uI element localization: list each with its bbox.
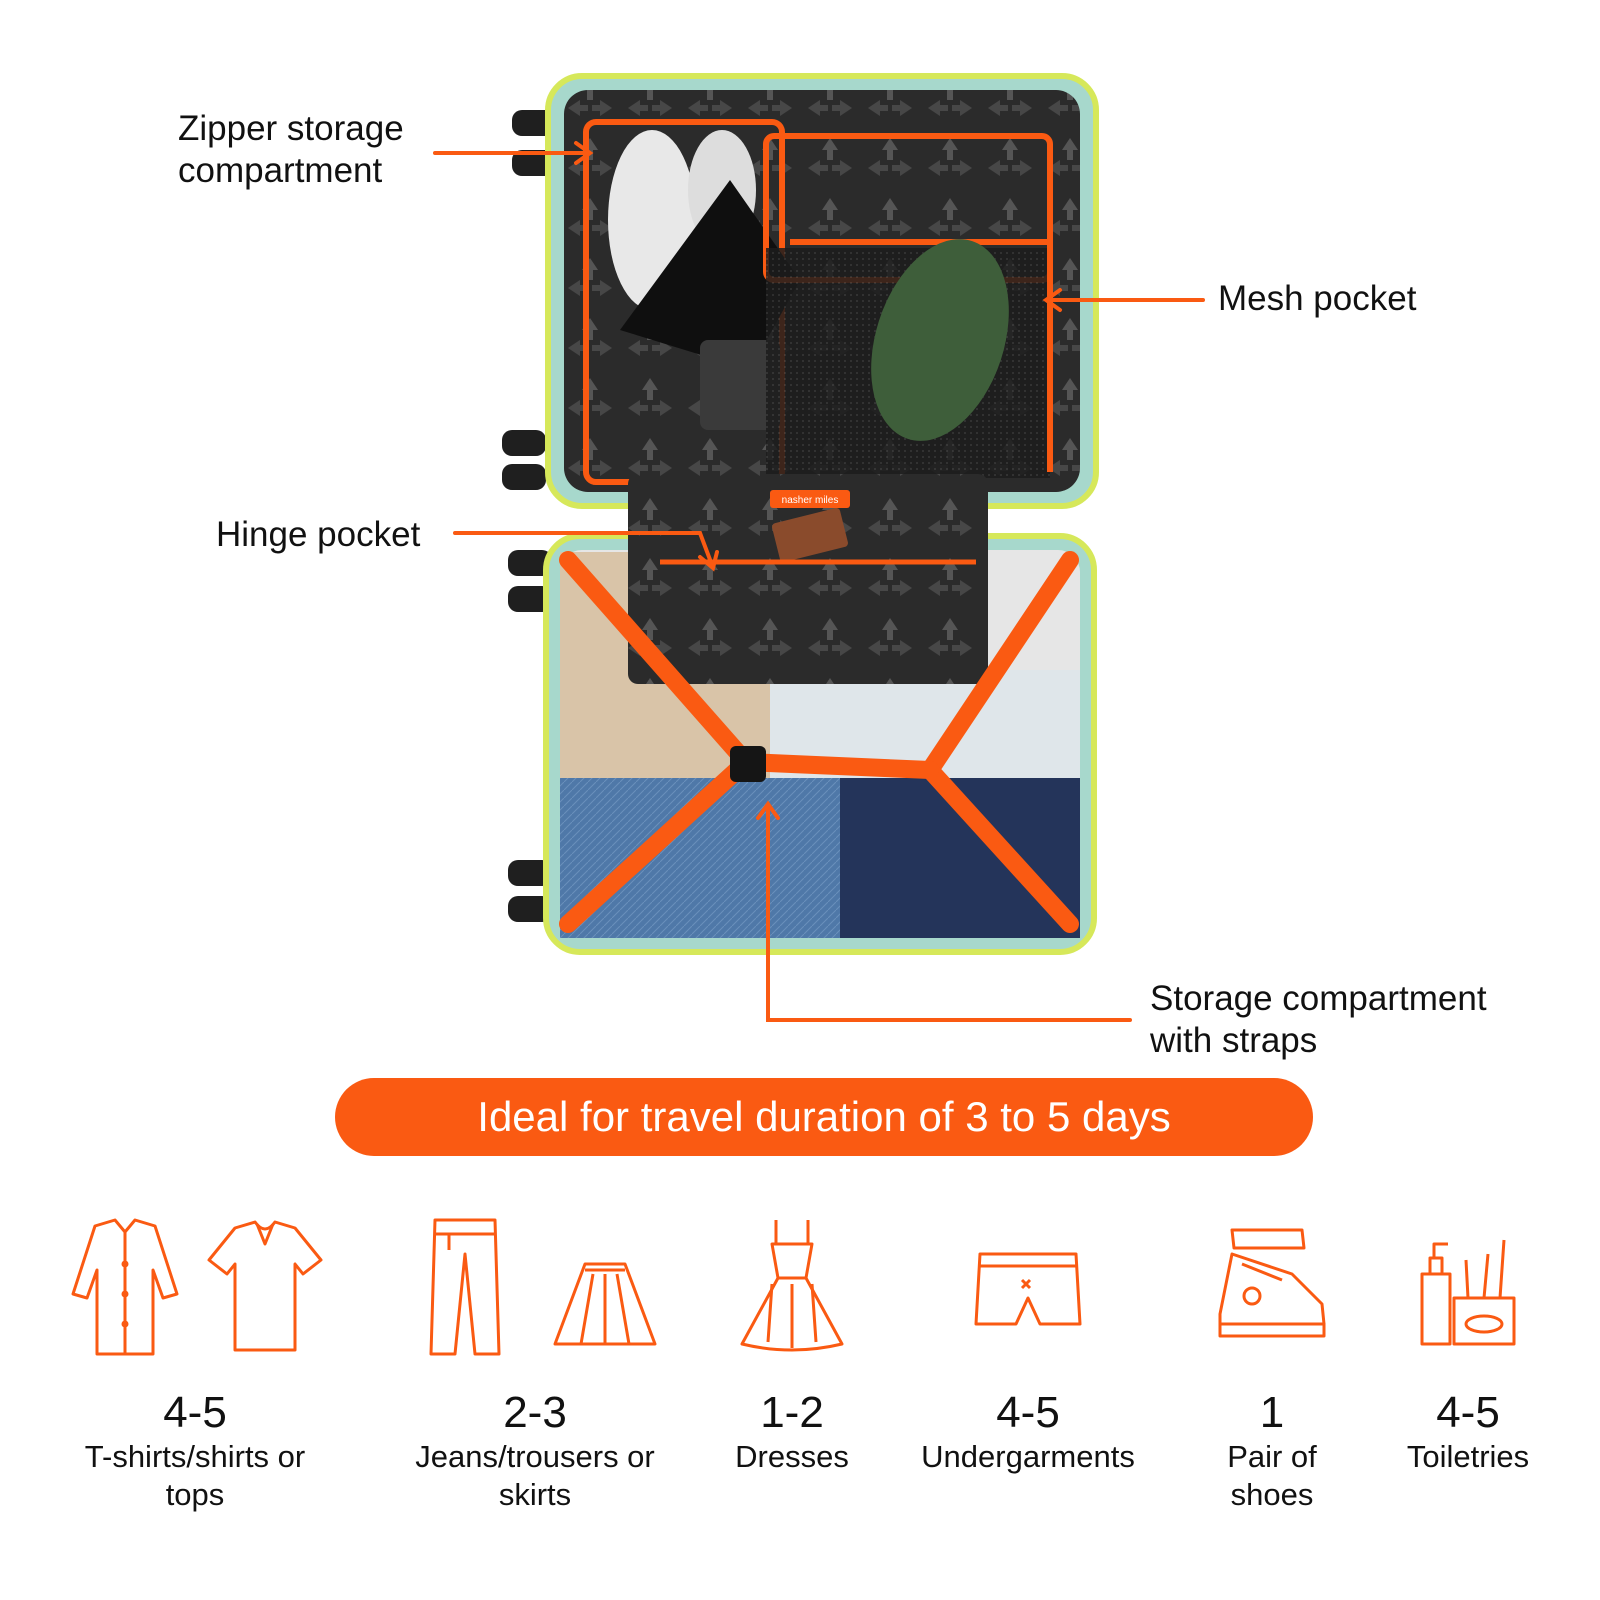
packing-item-icons	[642, 1210, 942, 1360]
underwear-icon	[968, 1214, 1088, 1360]
hinge-callout-line1: Hinge pocket	[216, 515, 421, 554]
packing-item-count: 4-5	[1436, 1388, 1500, 1437]
toiletries-icon	[1408, 1214, 1528, 1360]
packing-item-label: Dresses	[735, 1439, 849, 1474]
packing-item-label: Pair of	[1227, 1439, 1317, 1474]
packing-item-label-line2: shoes	[1230, 1477, 1314, 1512]
packing-item-count: 1-2	[760, 1388, 824, 1437]
straps-callout-line1: Storage compartment	[1150, 979, 1487, 1018]
packing-item-icons	[1122, 1210, 1422, 1360]
packing-item-label-line2: skirts	[498, 1477, 572, 1512]
packing-item-count: 1	[1259, 1388, 1285, 1437]
brand-tag: nasher miles	[782, 495, 839, 506]
packing-item-label: Jeans/trousers or	[415, 1439, 655, 1474]
skirt-icon	[545, 1214, 665, 1360]
packing-item-label: Toiletries	[1406, 1439, 1530, 1474]
packing-item-icons	[878, 1210, 1178, 1360]
packing-item-label: Undergarments	[921, 1439, 1135, 1474]
packing-item-icons	[385, 1210, 685, 1360]
mesh-callout: Mesh pocket	[1218, 278, 1416, 320]
packing-item-icons	[1318, 1210, 1600, 1360]
mesh-callout-line1: Mesh pocket	[1218, 279, 1417, 318]
wheels	[502, 110, 556, 922]
zipper-callout-line1: Zipper storage	[178, 109, 404, 148]
zipper-callout-line2: compartment	[178, 151, 383, 190]
packing-item-label-line2: tops	[165, 1477, 225, 1512]
packing-item-label: T-shirts/shirts or	[84, 1439, 306, 1474]
packing-item-icons	[45, 1210, 345, 1360]
trousers-icon	[405, 1214, 525, 1360]
open-suitcase-image: nasher miles	[502, 73, 1099, 955]
packing-item-count: 4-5	[163, 1388, 227, 1437]
hinge-callout: Hinge pocket	[216, 514, 420, 556]
packing-item-count: 4-5	[996, 1388, 1060, 1437]
zipper-callout: Zipper storage compartment	[178, 108, 404, 192]
packing-item-count: 2-3	[503, 1388, 567, 1437]
sneakers-icon	[1212, 1214, 1332, 1360]
dress-icon	[732, 1214, 852, 1360]
straps-callout-line2: with straps	[1150, 1021, 1318, 1060]
shirt-icon	[65, 1214, 185, 1360]
straps-callout: Storage compartment with straps	[1150, 978, 1487, 1062]
tshirt-icon	[205, 1214, 325, 1360]
travel-duration-banner: Ideal for travel duration of 3 to 5 days	[335, 1078, 1313, 1156]
